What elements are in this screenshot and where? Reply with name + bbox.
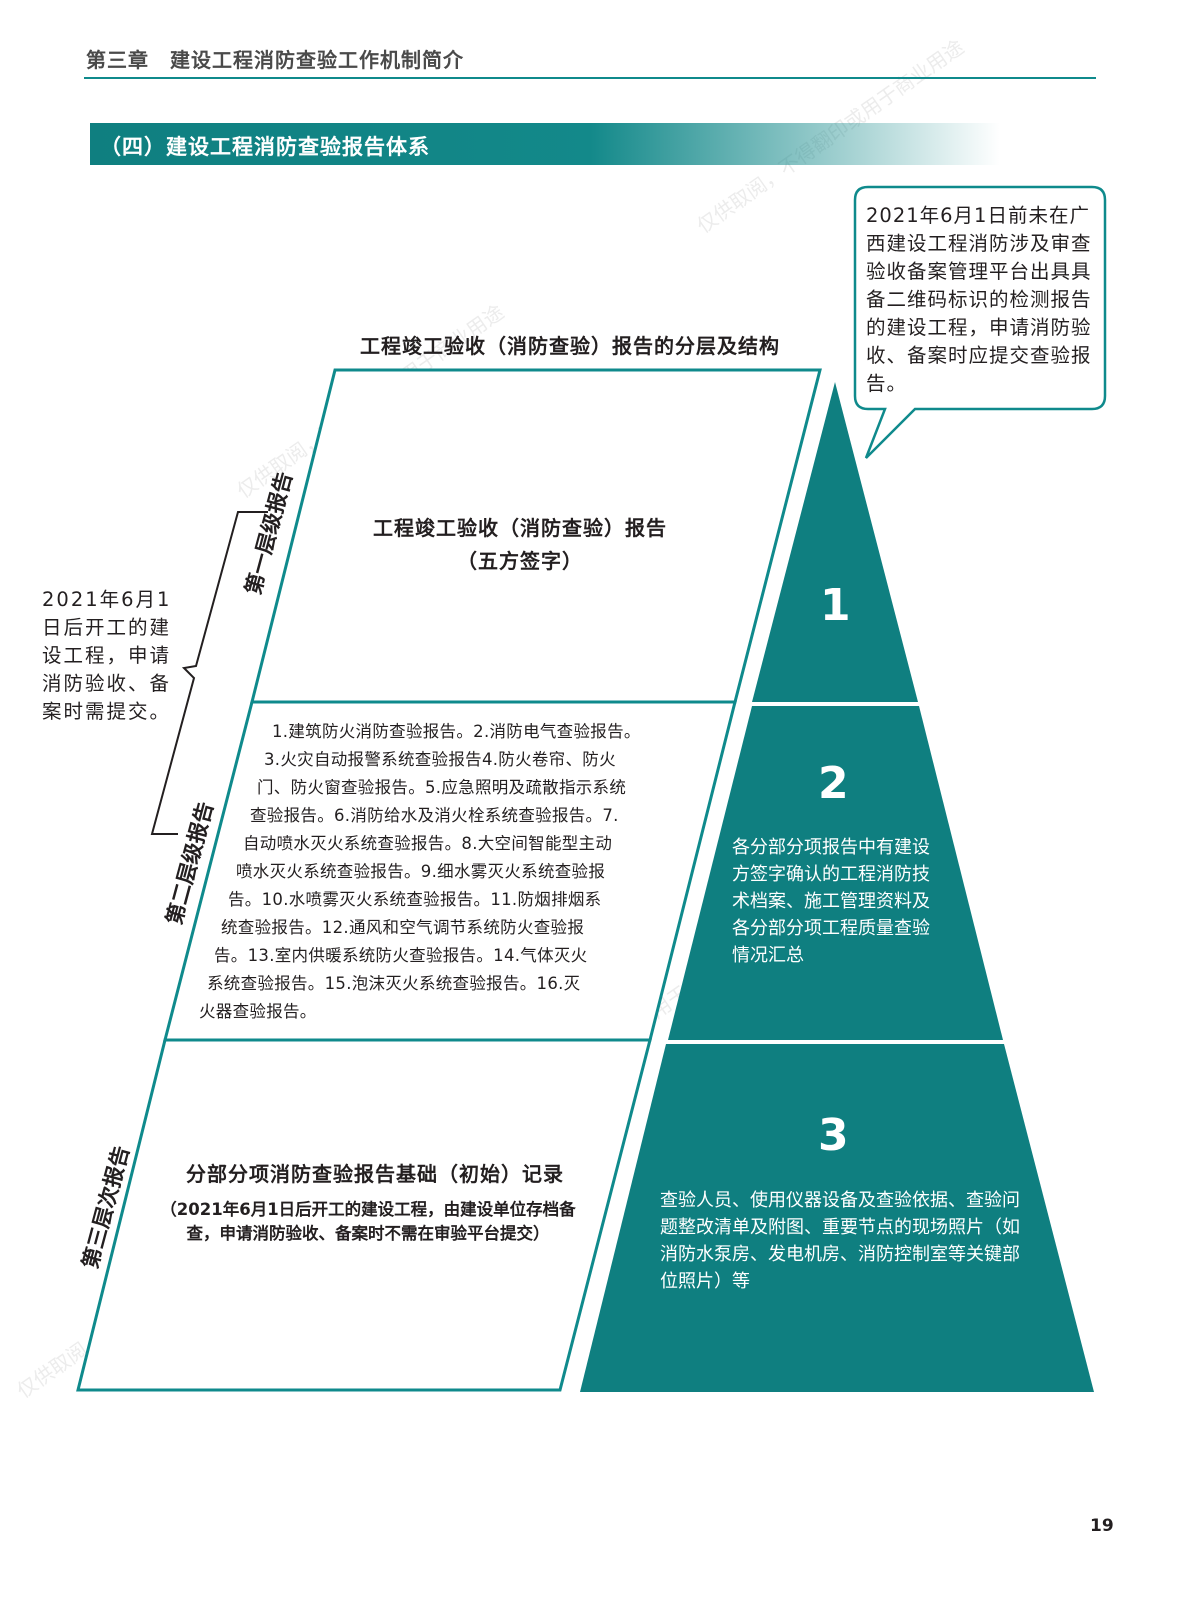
tier-3-description: 查验人员、使用仪器设备及查验依据、查验问题整改清单及附图、重要节点的现场照片（如…: [660, 1190, 1020, 1292]
level2-line: 1.建筑防火消防查验报告。2.消防电气查验报告。: [272, 722, 641, 741]
level1-title-line2: （五方签字）: [457, 549, 583, 573]
level2-line: 3.火灾自动报警系统查验报告4.防火卷帘、防火: [264, 750, 616, 769]
tier-3: [580, 1044, 1094, 1392]
section-banner: [90, 123, 1000, 165]
level2-line: 告。10.水喷雾灭火系统查验报告。11.防烟排烟系: [228, 890, 602, 909]
callout-text: 2021年6月1日前未在广西建设工程消防涉及审查验收备案管理平台出具具备二维码标…: [866, 204, 1092, 395]
level1-title-line1: 工程竣工验收（消防查验）报告: [373, 516, 667, 540]
level2-line: 系统查验报告。15.泡沫灭火系统查验报告。16.灭: [207, 974, 581, 993]
level2-line: 火器查验报告。: [199, 1002, 317, 1021]
bracket: [150, 511, 268, 835]
level2-line: 喷水灭火系统查验报告。9.细水雾灭火系统查验报: [236, 862, 606, 881]
level2-line: 统查验报告。12.通风和空气调节系统防火查验报: [221, 918, 585, 937]
level1-title: 工程竣工验收（消防查验）报告 （五方签字）: [300, 512, 740, 578]
tier-2-number: 2: [818, 758, 849, 809]
page-number: 19: [1090, 1516, 1114, 1536]
left-note: 2021年6月1日后开工的建设工程，申请消防验收、备案时需提交。: [42, 588, 172, 723]
level3-panel: [76, 1038, 652, 1392]
tier-2: [668, 706, 1003, 1040]
level2-line: 门、防火窗查验报告。5.应急照明及疏散指示系统: [257, 778, 627, 797]
level3-title: 分部分项消防查验报告基础（初始）记录: [186, 1162, 564, 1186]
tier-3-number: 3: [818, 1110, 849, 1161]
diagram-title: 工程竣工验收（消防查验）报告的分层及结构: [360, 334, 780, 358]
level2-line: 告。13.室内供暖系统防火查验报告。14.气体灭火: [214, 946, 588, 965]
header-divider: [84, 77, 1096, 79]
level2-line: 自动喷水灭火系统查验报告。8.大空间智能型主动: [243, 834, 613, 853]
level2-line: 查验报告。6.消防给水及消火栓系统查验报告。7.: [250, 806, 619, 825]
tier-1: [752, 382, 918, 702]
tier-2-description: 各分部分项报告中有建设方签字确认的工程消防技术档案、施工管理资料及各分部分项工程…: [732, 837, 930, 966]
callout-bubble: [853, 185, 1107, 459]
chapter-title: 第三章 建设工程消防查验工作机制简介: [86, 48, 464, 72]
level3-note: （2021年6月1日后开工的建设工程，由建设单位存档备查，申请消防验收、备案时不…: [160, 1200, 576, 1243]
tier-1-number: 1: [820, 580, 851, 631]
section-title: （四）建设工程消防查验报告体系: [100, 135, 430, 159]
